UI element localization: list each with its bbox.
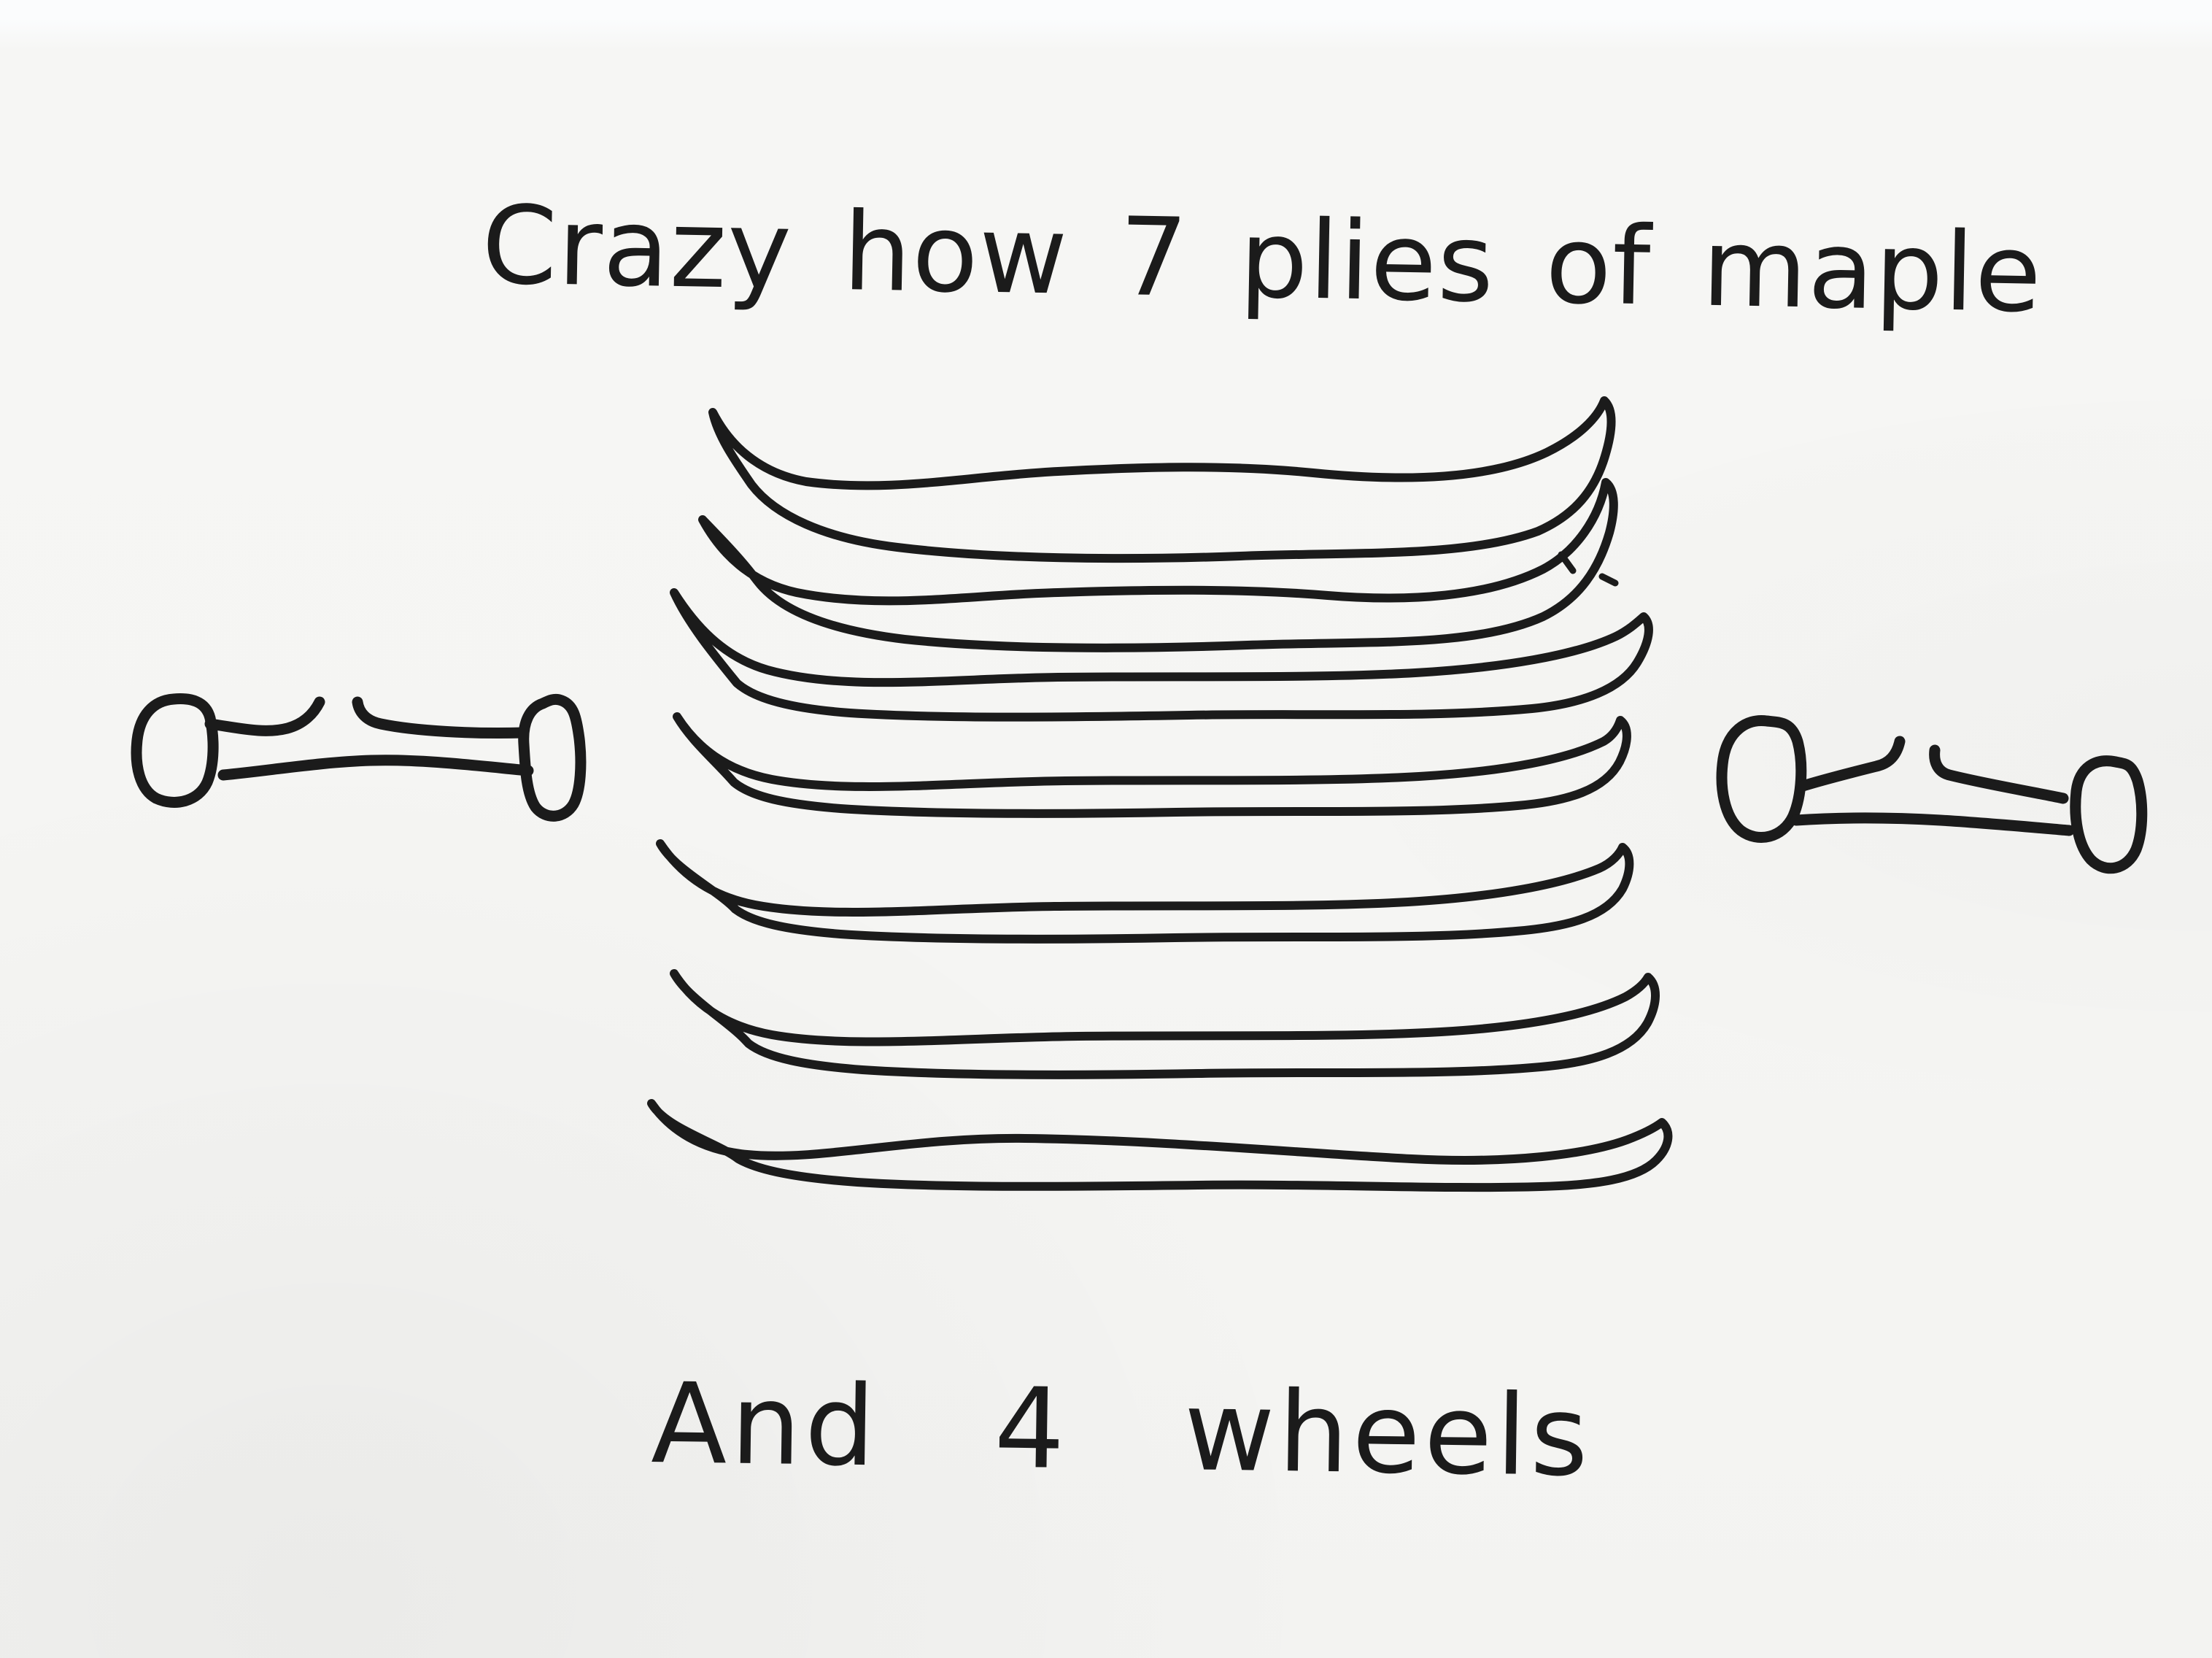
ply-4	[673, 712, 1631, 818]
left-truck-left-wheel	[131, 693, 219, 808]
left-truck-axle-bottom	[217, 755, 534, 781]
ply-6	[670, 969, 1660, 1079]
caption-bottom: And 4 wheels	[650, 1359, 1593, 1501]
left-truck-axle-top-rear	[352, 696, 530, 739]
left-truck-axle-top-front	[204, 696, 325, 736]
ply-7	[647, 1099, 1673, 1192]
stray-ink-marks	[1558, 551, 1619, 587]
ply-1	[708, 396, 1616, 563]
right-truck	[1716, 715, 2148, 874]
right-truck-axle-top-rear	[1929, 744, 2069, 804]
right-truck-axle-bottom	[1790, 812, 2075, 836]
left-truck-right-wheel	[518, 693, 587, 822]
right-truck-right-wheel	[2070, 755, 2148, 874]
ply-3	[670, 588, 1653, 722]
right-truck-left-wheel	[1716, 715, 1807, 843]
right-truck-axle-top-front	[1795, 736, 1906, 793]
ply-2	[698, 478, 1618, 652]
ply-5	[656, 839, 1634, 944]
plies-stack	[647, 396, 1673, 1192]
left-truck	[131, 693, 587, 822]
